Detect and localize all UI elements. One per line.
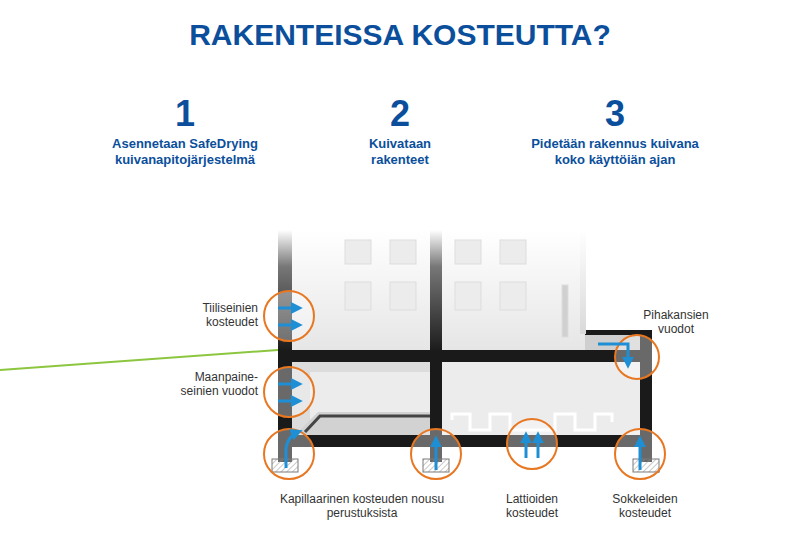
inner-wall	[430, 230, 442, 352]
illustration-part	[639, 440, 642, 470]
illustration-part	[435, 440, 438, 470]
illustration-part	[278, 400, 298, 403]
windows	[345, 240, 568, 337]
illustration-part	[278, 307, 298, 310]
floor-edge	[305, 416, 430, 432]
callout-label: Lattioiden kosteudet	[487, 492, 577, 521]
callout-label: Maanpaine- seinien vuodot	[178, 370, 258, 399]
illustration-part	[264, 291, 314, 341]
illustration-part	[500, 240, 526, 264]
moisture-arrows	[278, 308, 640, 470]
footings	[272, 459, 659, 472]
ground-line	[0, 350, 278, 370]
illustration-part	[278, 350, 652, 362]
illustration-part	[345, 282, 371, 310]
callout-label: Kapillaarinen kosteuden nousu perustuksi…	[272, 492, 452, 521]
illustration-part	[345, 240, 371, 264]
callout-label: Pihakansien vuodot	[626, 308, 726, 337]
step-number: 1	[125, 96, 245, 132]
illustration-part	[411, 429, 461, 479]
yard-deck-edge	[585, 330, 652, 335]
callout-circles	[264, 291, 665, 479]
callout-label: Sokkeleiden kosteudet	[600, 492, 690, 521]
illustration-part	[264, 429, 314, 479]
illustration-part	[598, 344, 628, 364]
illustration-part	[278, 324, 298, 327]
callout-label: Tiiliseinien kosteudet	[148, 301, 258, 330]
illustration-part	[264, 367, 314, 417]
floor-slab	[300, 412, 430, 435]
illustration-part	[525, 436, 528, 458]
outer-wall	[580, 230, 586, 334]
step-number: 3	[555, 96, 675, 132]
step-text: Pidetään rakennus kuivana koko käyttöiän…	[525, 136, 705, 167]
illustration-part	[562, 285, 568, 337]
page-title: RAKENTEISSA KOSTEUTTA?	[0, 18, 800, 53]
illustration-part	[390, 282, 416, 310]
illustration-part	[455, 240, 481, 264]
illustration-part	[615, 429, 665, 479]
illustration-part	[455, 282, 481, 310]
illustration-part	[500, 282, 526, 310]
illustration-part	[390, 240, 416, 264]
upper-room	[292, 230, 430, 350]
illustration-part	[286, 432, 298, 468]
step-text: Kuivataan rakenteet	[340, 136, 460, 167]
step-text: Asennetaan SafeDrying kuivanapitojärjest…	[90, 136, 280, 167]
upper-room	[442, 230, 585, 350]
illustration-part	[507, 419, 557, 469]
illustration-part	[615, 335, 659, 379]
illustration-part	[537, 436, 540, 458]
step-number: 2	[340, 96, 460, 132]
structure	[278, 335, 652, 462]
illustration-part	[278, 435, 652, 447]
illustration-part	[278, 383, 298, 386]
